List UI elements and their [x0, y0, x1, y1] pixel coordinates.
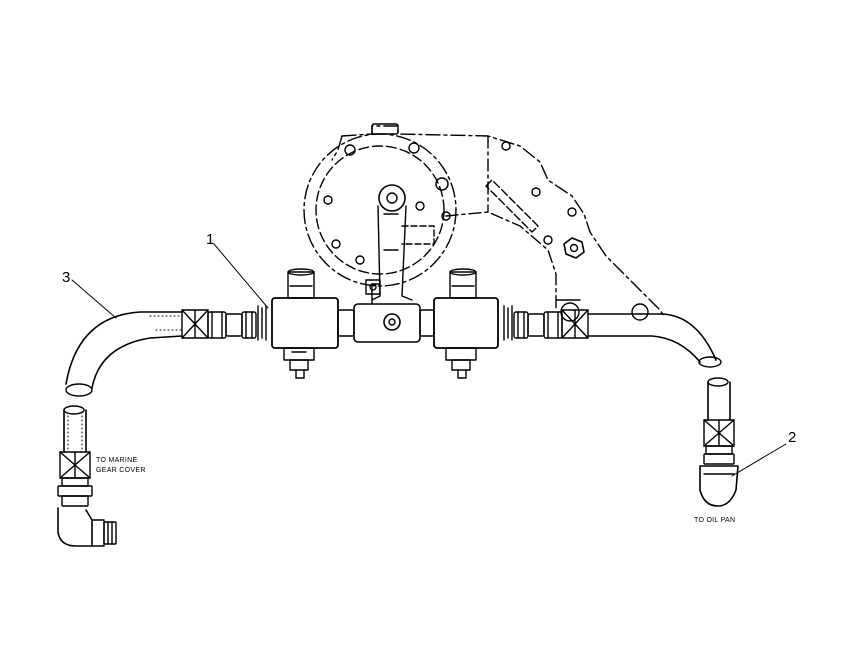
- callout-3-label: 3: [62, 269, 70, 286]
- callout-leaders: [71, 243, 787, 477]
- leader-3: [71, 279, 117, 319]
- center-tee-fitting: [337, 283, 435, 343]
- right-hose: [587, 313, 739, 507]
- callout-2-label: 2: [788, 429, 796, 446]
- leader-1: [213, 243, 269, 309]
- left-valve-body: [257, 268, 339, 379]
- left-hose-fittings: [181, 309, 257, 339]
- left-hose: [57, 311, 183, 547]
- leader-2: [731, 443, 787, 477]
- right-valve-body: [433, 268, 513, 379]
- mounting-bracket: [303, 123, 665, 322]
- note-oil-pan: TO OIL PAN: [694, 517, 735, 524]
- right-hose-fittings: [513, 309, 589, 339]
- note-marine-line2: GEAR COVER: [96, 467, 146, 474]
- note-marine-line1: TO MARINE: [96, 457, 137, 464]
- callout-1-label: 1: [206, 231, 214, 248]
- pivot-link: [365, 184, 435, 301]
